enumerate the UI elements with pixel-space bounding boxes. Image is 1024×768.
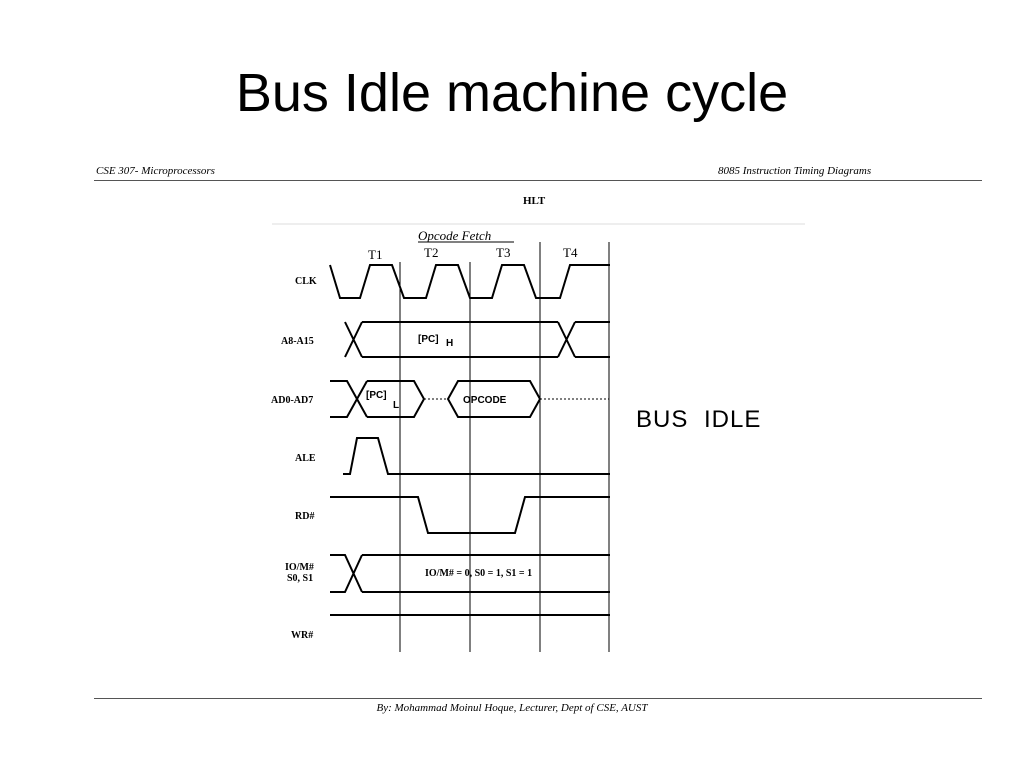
- rd-wave: [330, 496, 610, 534]
- signal-label-rd: RD#: [295, 511, 314, 522]
- a8-a15-bus: [344, 321, 610, 358]
- pc-low-value: [PC]: [366, 390, 387, 401]
- header-course: CSE 307- Microprocessors: [96, 165, 215, 177]
- header-rule: [94, 180, 982, 181]
- footer-credit: By: Mohammad Moinul Hoque, Lecturer, Dep…: [0, 702, 1024, 714]
- signal-label-ale: ALE: [295, 453, 316, 464]
- ad0-ad7-bus: [330, 380, 542, 418]
- opcode-value: OPCODE: [463, 395, 507, 406]
- footer-text: By: Mohammad Moinul Hoque, Lecturer, Dep…: [376, 702, 648, 714]
- iom-status-bus: [330, 554, 610, 593]
- signal-label-s0-s1: S0, S1: [287, 573, 313, 584]
- signal-label-ad0-ad7: AD0-AD7: [271, 395, 313, 406]
- signal-label-wr: WR#: [291, 630, 313, 641]
- signal-label-clk: CLK: [295, 276, 317, 287]
- header-topic: 8085 Instruction Timing Diagrams: [718, 165, 872, 177]
- footer-rule: [94, 698, 982, 699]
- state-label-t3: T3: [496, 245, 510, 260]
- signal-label-iom: IO/M#: [285, 562, 314, 573]
- slide-title: Bus Idle machine cycle: [235, 63, 789, 123]
- pc-high-subscript: H: [446, 338, 453, 349]
- diagram-title: HLT: [523, 195, 546, 207]
- iom-status-value: IO/M# = 0, S0 = 1, S1 = 1: [425, 568, 532, 579]
- signal-label-a8-a15: A8-A15: [281, 336, 314, 347]
- state-label-t1: T1: [368, 247, 382, 262]
- clk-wave: [329, 264, 610, 299]
- pc-high-value: [PC]: [418, 334, 439, 345]
- pc-low-subscript: L: [393, 400, 399, 411]
- state-label-t4: T4: [563, 245, 578, 260]
- bus-idle-label: BUS IDLE: [636, 406, 762, 433]
- cycle-label: Opcode Fetch: [418, 228, 491, 243]
- state-label-t2: T2: [424, 245, 438, 260]
- ale-wave: [343, 437, 610, 475]
